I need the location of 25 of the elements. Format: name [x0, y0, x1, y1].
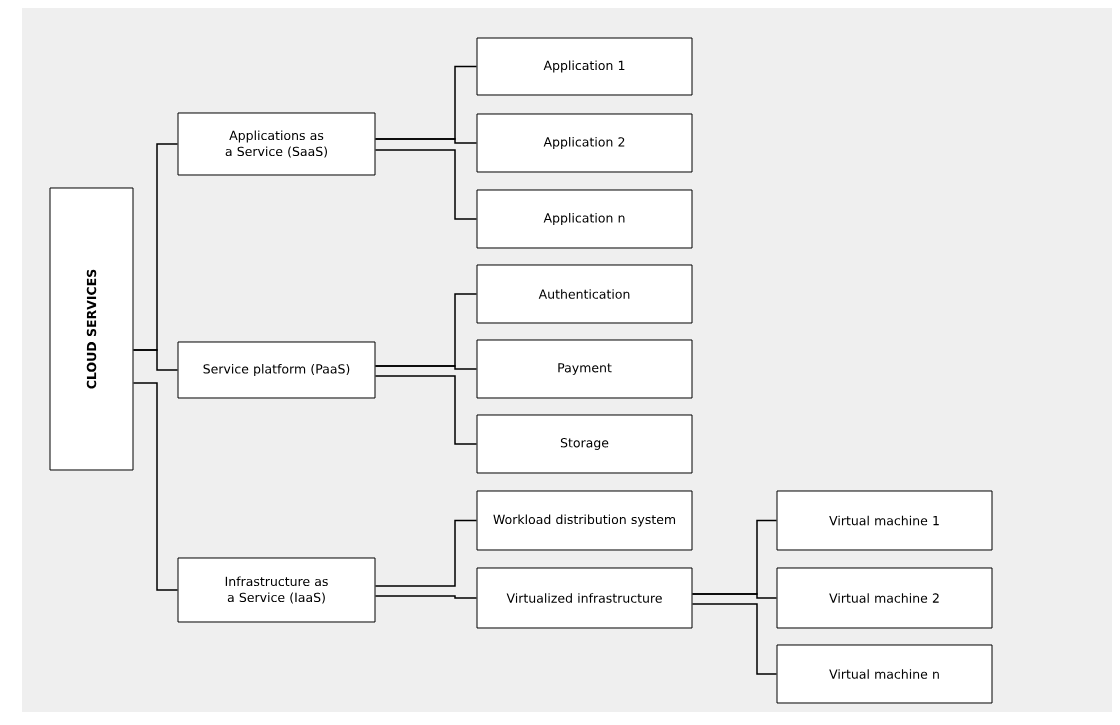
service-box: Authentication — [476, 264, 693, 324]
service-box: Service platform (PaaS) — [177, 341, 376, 399]
connector-line — [132, 382, 179, 591]
service-box: Virtual machine 1 — [776, 490, 993, 551]
service-box: Application n — [476, 189, 693, 249]
connector-line — [374, 519, 478, 587]
connector-line — [374, 365, 478, 370]
service-box: Storage — [476, 414, 693, 474]
service-box: Applications as a Service (SaaS) — [177, 112, 376, 176]
service-box: Application 1 — [476, 37, 693, 96]
connector-line — [691, 603, 778, 675]
connector-line — [374, 595, 478, 599]
connector-line — [691, 593, 778, 599]
vertical-title-box: CLOUD SERVICES — [49, 187, 134, 471]
connector-line — [374, 138, 478, 144]
service-box: Virtual machine 2 — [776, 567, 993, 629]
service-box: Infrastructure as a Service (IaaS) — [177, 557, 376, 623]
service-box: Application 2 — [476, 113, 693, 173]
service-box: Virtual machine n — [776, 644, 993, 704]
connector-line — [374, 149, 478, 220]
connector-line — [374, 375, 478, 445]
service-box: Payment — [476, 339, 693, 399]
service-box: Virtualized infrastructure — [476, 567, 693, 629]
connector-line — [132, 349, 179, 371]
service-box: Workload distribution system — [476, 490, 693, 551]
